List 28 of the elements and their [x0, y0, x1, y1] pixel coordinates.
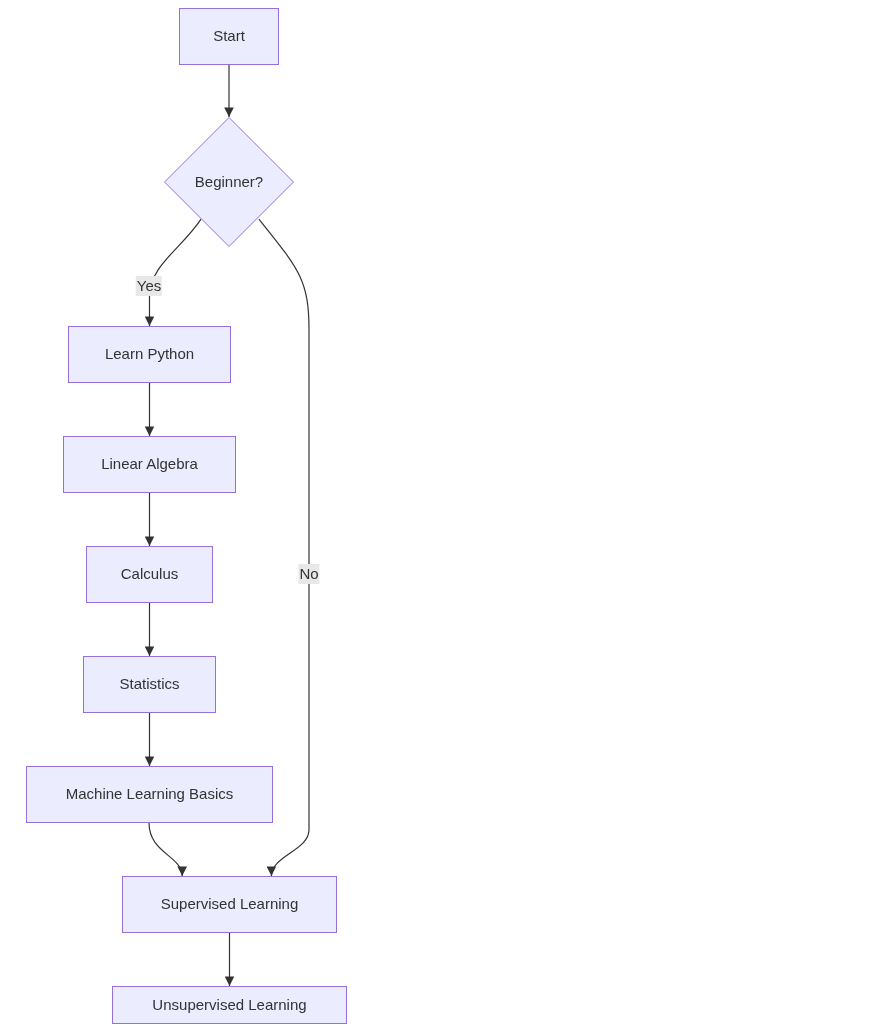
arrow: [224, 64, 234, 118]
process-box: [26, 766, 273, 823]
arrow: [258, 218, 310, 877]
process-box: [68, 326, 231, 383]
node-label: Learn Python: [104, 344, 195, 365]
node-label: Machine Learning Basics: [65, 784, 234, 805]
arrow: [148, 822, 186, 877]
arrow: [144, 602, 155, 657]
process-box: [83, 656, 216, 713]
process-box: [63, 436, 236, 493]
process-box: [122, 876, 337, 933]
node-label: Linear Algebra: [101, 454, 198, 475]
arrow: [144, 382, 155, 437]
edge-label: Yes: [135, 276, 163, 296]
node-label: Beginner?: [194, 171, 264, 192]
process-box: [112, 986, 347, 1024]
arrow: [224, 932, 235, 987]
process-box: [86, 546, 213, 603]
process-box: [179, 8, 279, 65]
arrow: [144, 712, 155, 767]
node-label: Unsupervised Learning: [152, 994, 307, 1015]
edge-label: No: [298, 564, 320, 584]
decision-diamond: [164, 117, 294, 247]
node-label: Start: [213, 26, 245, 47]
node-label: Supervised Learning: [160, 894, 299, 915]
node-label: Statistics: [119, 674, 180, 695]
arrow: [144, 492, 155, 547]
node-label: Calculus: [120, 564, 179, 585]
